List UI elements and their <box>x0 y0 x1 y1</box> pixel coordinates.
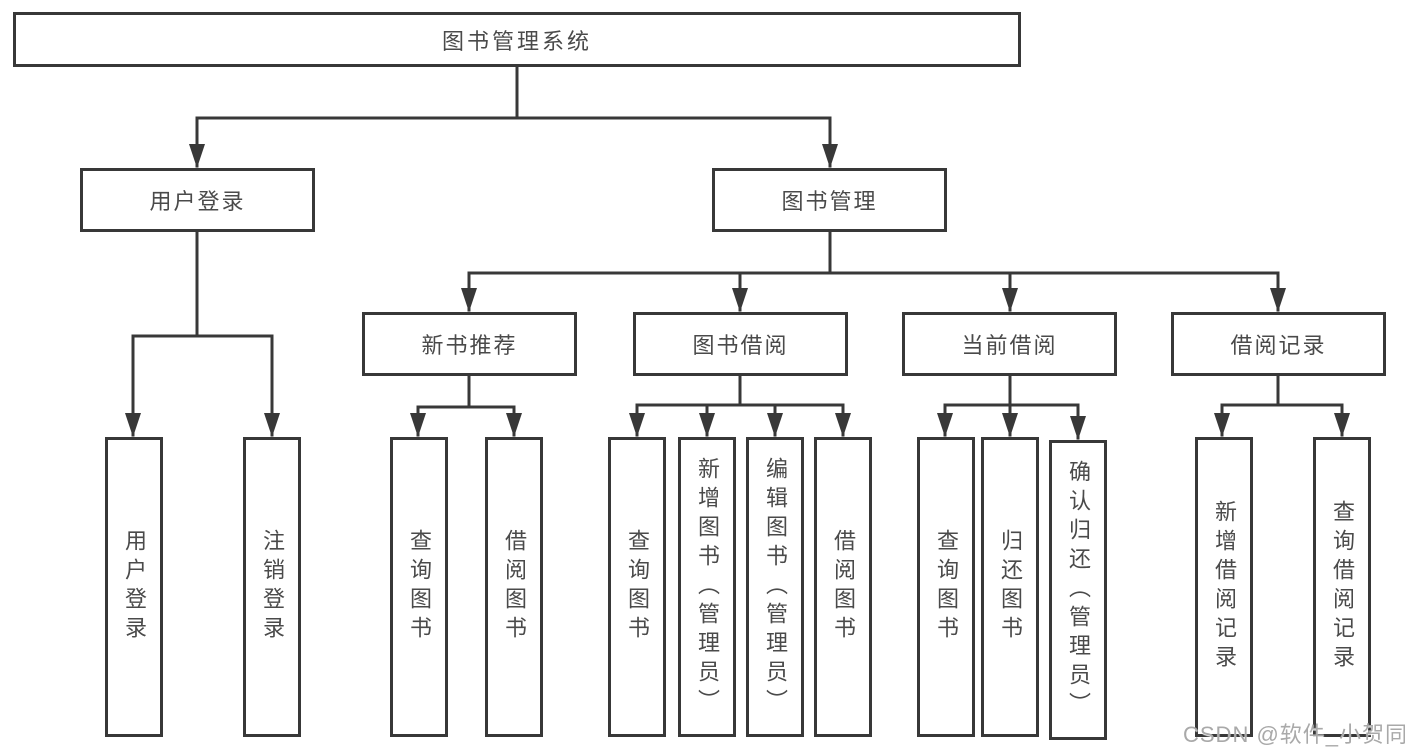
leaf-label: 用户登录 <box>122 529 147 645</box>
leaf-query-books-borrowing: 查询图书 <box>608 437 666 737</box>
leaf-query-books-recommendation: 查询图书 <box>390 437 448 737</box>
node-label: 图书管理系统 <box>441 28 592 54</box>
leaf-label: 借阅图书 <box>502 529 527 645</box>
leaf-label: 查询图书 <box>625 529 650 645</box>
node-label: 当前借阅 <box>961 333 1058 358</box>
leaf-label: 新增借阅记录 <box>1212 500 1237 674</box>
node-book-borrowing: 图书借阅 <box>633 312 848 376</box>
node-library-management-system: 图书管理系统 <box>13 12 1021 67</box>
leaf-borrow-books-borrowing: 借阅图书 <box>814 437 872 737</box>
node-label: 图书管理 <box>781 189 878 214</box>
node-label: 用户登录 <box>149 189 246 214</box>
leaf-label: 查询借阅记录 <box>1330 500 1355 674</box>
connector-new-book-drop <box>416 374 516 409</box>
leaf-user-login: 用户登录 <box>105 437 163 737</box>
leaf-add-book-admin: 新增图书（管理员） <box>678 437 736 737</box>
connector-book-management-drop <box>467 230 1280 275</box>
connector-borrowing-records-drop <box>1220 374 1344 407</box>
connector-current-borrowing-drop <box>943 374 1080 407</box>
leaf-label: 借阅图书 <box>831 529 856 645</box>
leaf-label: 查询图书 <box>407 529 432 645</box>
leaf-borrow-books-recommendation: 借阅图书 <box>485 437 543 737</box>
node-borrowing-records: 借阅记录 <box>1171 312 1386 376</box>
leaf-label: 编辑图书（管理员） <box>763 456 788 718</box>
node-book-management: 图书管理 <box>712 168 947 232</box>
leaf-query-books-current: 查询图书 <box>917 437 975 737</box>
leaf-add-borrow-record: 新增借阅记录 <box>1195 437 1253 737</box>
node-current-borrowing: 当前借阅 <box>902 312 1117 376</box>
connector-root-drop <box>195 65 832 120</box>
leaf-label: 归还图书 <box>998 529 1023 645</box>
connector-user-login-drop <box>131 230 274 338</box>
leaf-logout: 注销登录 <box>243 437 301 737</box>
leaf-label: 确认归还（管理员） <box>1066 459 1091 721</box>
watermark: CSDN @软件_小贺同学 <box>1183 722 1405 747</box>
leaf-confirm-return-admin: 确认归还（管理员） <box>1049 440 1107 740</box>
leaf-label: 新增图书（管理员） <box>695 456 720 718</box>
leaf-return-book: 归还图书 <box>981 437 1039 737</box>
node-label: 图书借阅 <box>692 333 789 358</box>
leaf-label: 注销登录 <box>260 529 285 645</box>
leaf-edit-book-admin: 编辑图书（管理员） <box>746 437 804 737</box>
node-label: 借阅记录 <box>1230 333 1327 358</box>
node-user-login: 用户登录 <box>80 168 315 232</box>
node-new-book-recommendation: 新书推荐 <box>362 312 577 376</box>
leaf-label: 查询图书 <box>934 529 959 645</box>
connector-book-borrowing-drop <box>635 374 845 407</box>
leaf-query-borrow-record: 查询借阅记录 <box>1313 437 1371 737</box>
node-label: 新书推荐 <box>421 333 518 358</box>
